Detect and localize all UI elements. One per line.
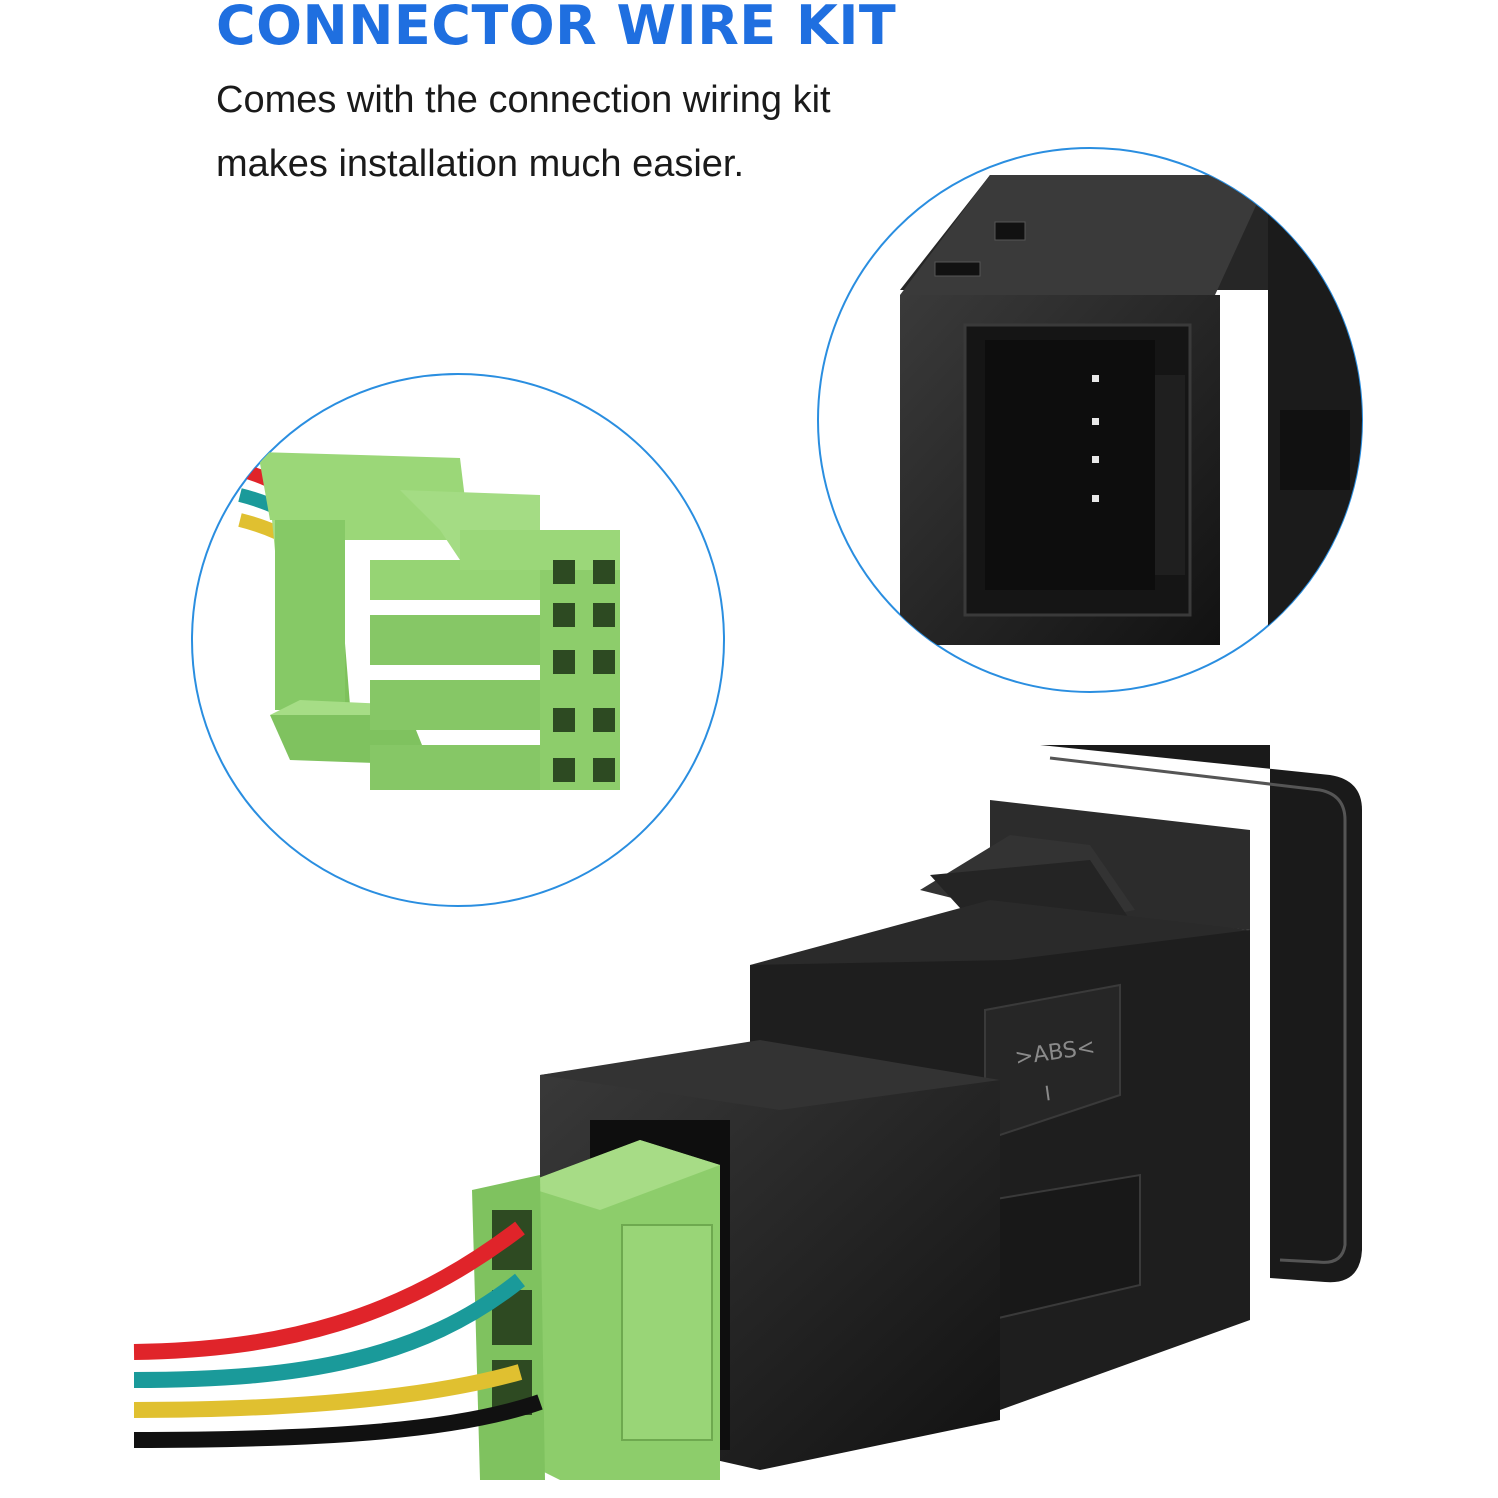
page-heading: CONNECTOR WIRE KIT xyxy=(216,0,897,57)
switch-mark-label: I xyxy=(1043,1081,1052,1106)
zoom-circle-black-socket xyxy=(817,147,1363,693)
description-text: Comes with the connection wiring kit mak… xyxy=(216,68,976,196)
description-line-2: makes installation much easier. xyxy=(216,143,745,185)
main-switch-assembly: >ABS< I xyxy=(133,745,1362,1480)
description-line-1: Comes with the connection wiring kit xyxy=(216,79,831,121)
zoom-circle-green-connector xyxy=(191,373,725,907)
